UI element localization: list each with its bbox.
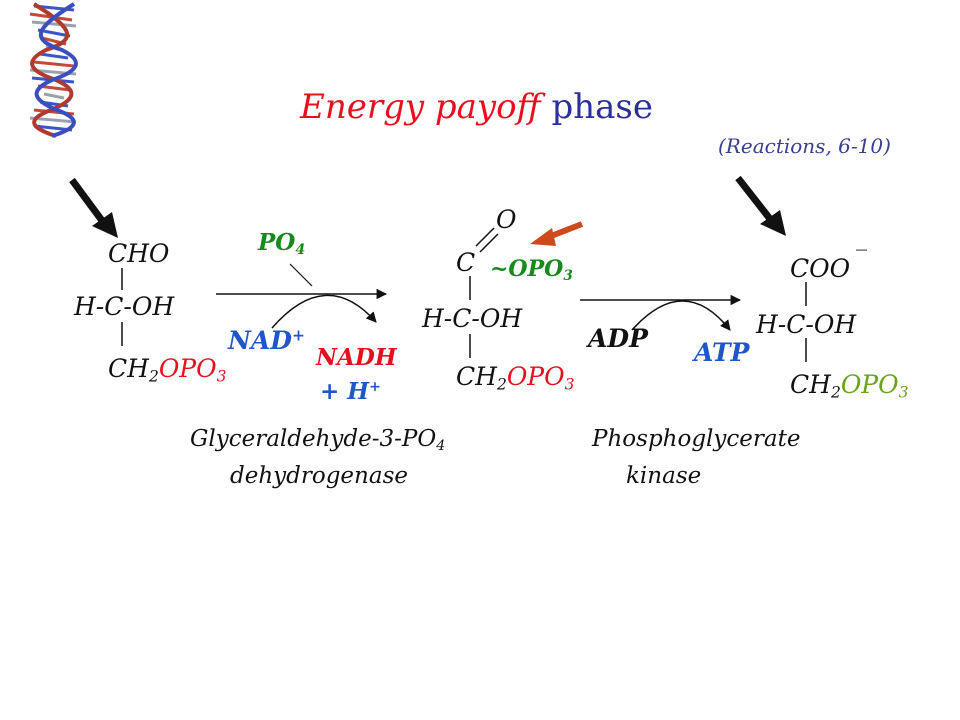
intermediate-tilde-opo-sub: 3 (563, 267, 573, 284)
enzyme1-sub: 4 (436, 437, 446, 454)
step1-h-plus: + H+ (320, 380, 381, 403)
step1-nad-text: NAD (228, 326, 292, 355)
page-title: Energy payoff phase (300, 90, 653, 124)
pointer-arrow-right-head (760, 210, 786, 236)
title-part1: Energy payoff (300, 87, 541, 127)
enzyme1-name: Glyceraldehyde-3-PO (190, 426, 437, 452)
pointer-arrow-right (735, 175, 777, 227)
enzyme2-line2: kinase (626, 463, 702, 489)
subtitle: (Reactions, 6-10) (718, 134, 891, 158)
substrate-opo: OPO (158, 354, 217, 383)
double-bond-co-a (475, 227, 495, 247)
step1-po: PO (258, 229, 296, 256)
substrate-ch-sub: 2 (148, 367, 159, 386)
enzyme1-line2: dehydrogenase (230, 463, 408, 489)
enzyme2-line1: Phosphoglycerate (592, 426, 801, 452)
product-coo: COO (790, 254, 851, 283)
pointer-arrow-left (69, 177, 109, 229)
title-part2: phase (551, 87, 654, 127)
double-bond-co-b (479, 233, 499, 253)
product-hcoh: H-C-OH (756, 310, 857, 339)
step1-nad-sup: + (291, 325, 305, 345)
intermediate-tilde-opo3: ~OPO3 (490, 256, 573, 283)
pointer-arrow-orange-head (530, 228, 556, 246)
product-ch-sub: 2 (830, 383, 841, 402)
step1-h-text: + H (320, 378, 370, 405)
enzyme1-line1: Glyceraldehyde-3-PO4 (190, 426, 446, 454)
substrate-opo-sub: 3 (216, 367, 227, 386)
substrate-ch2opo3: CH2OPO3 (108, 354, 227, 384)
step1-nadh: NADH (316, 344, 397, 371)
substrate-hcoh: H-C-OH (74, 292, 175, 321)
dna-helix-icon (29, 2, 78, 138)
intermediate-c: C (456, 248, 476, 277)
intermediate-opo: OPO (506, 362, 565, 391)
step1-nad: NAD+ (228, 325, 305, 355)
product-opo: OPO (840, 370, 899, 399)
intermediate-ch2opo3: CH2OPO3 (456, 362, 575, 392)
step2-adp: ADP (588, 324, 648, 353)
step1-po4: PO4 (258, 229, 305, 257)
product-ch2opo3: CH2OPO3 (790, 370, 909, 400)
intermediate-hcoh: H-C-OH (422, 304, 523, 333)
product-ch: CH (790, 370, 831, 399)
po4-arrow (289, 263, 313, 287)
step1-h-sup: + (369, 379, 381, 396)
intermediate-ch-sub: 2 (496, 375, 507, 394)
step1-po-sub: 4 (295, 241, 306, 258)
product-opo-sub: 3 (898, 383, 909, 402)
intermediate-ch: CH (456, 362, 497, 391)
substrate-cho: CHO (108, 239, 170, 268)
intermediate-tilde-opo: ~OPO (490, 256, 564, 282)
product-charge: _ (856, 226, 867, 251)
substrate-ch: CH (108, 354, 149, 383)
step2-atp: ATP (694, 338, 750, 367)
intermediate-o: O (496, 205, 517, 234)
cofactor-arc-1 (271, 294, 377, 329)
pointer-arrow-left-head (92, 212, 118, 238)
cofactor-arc-2 (631, 300, 731, 331)
intermediate-opo-sub: 3 (564, 375, 575, 394)
